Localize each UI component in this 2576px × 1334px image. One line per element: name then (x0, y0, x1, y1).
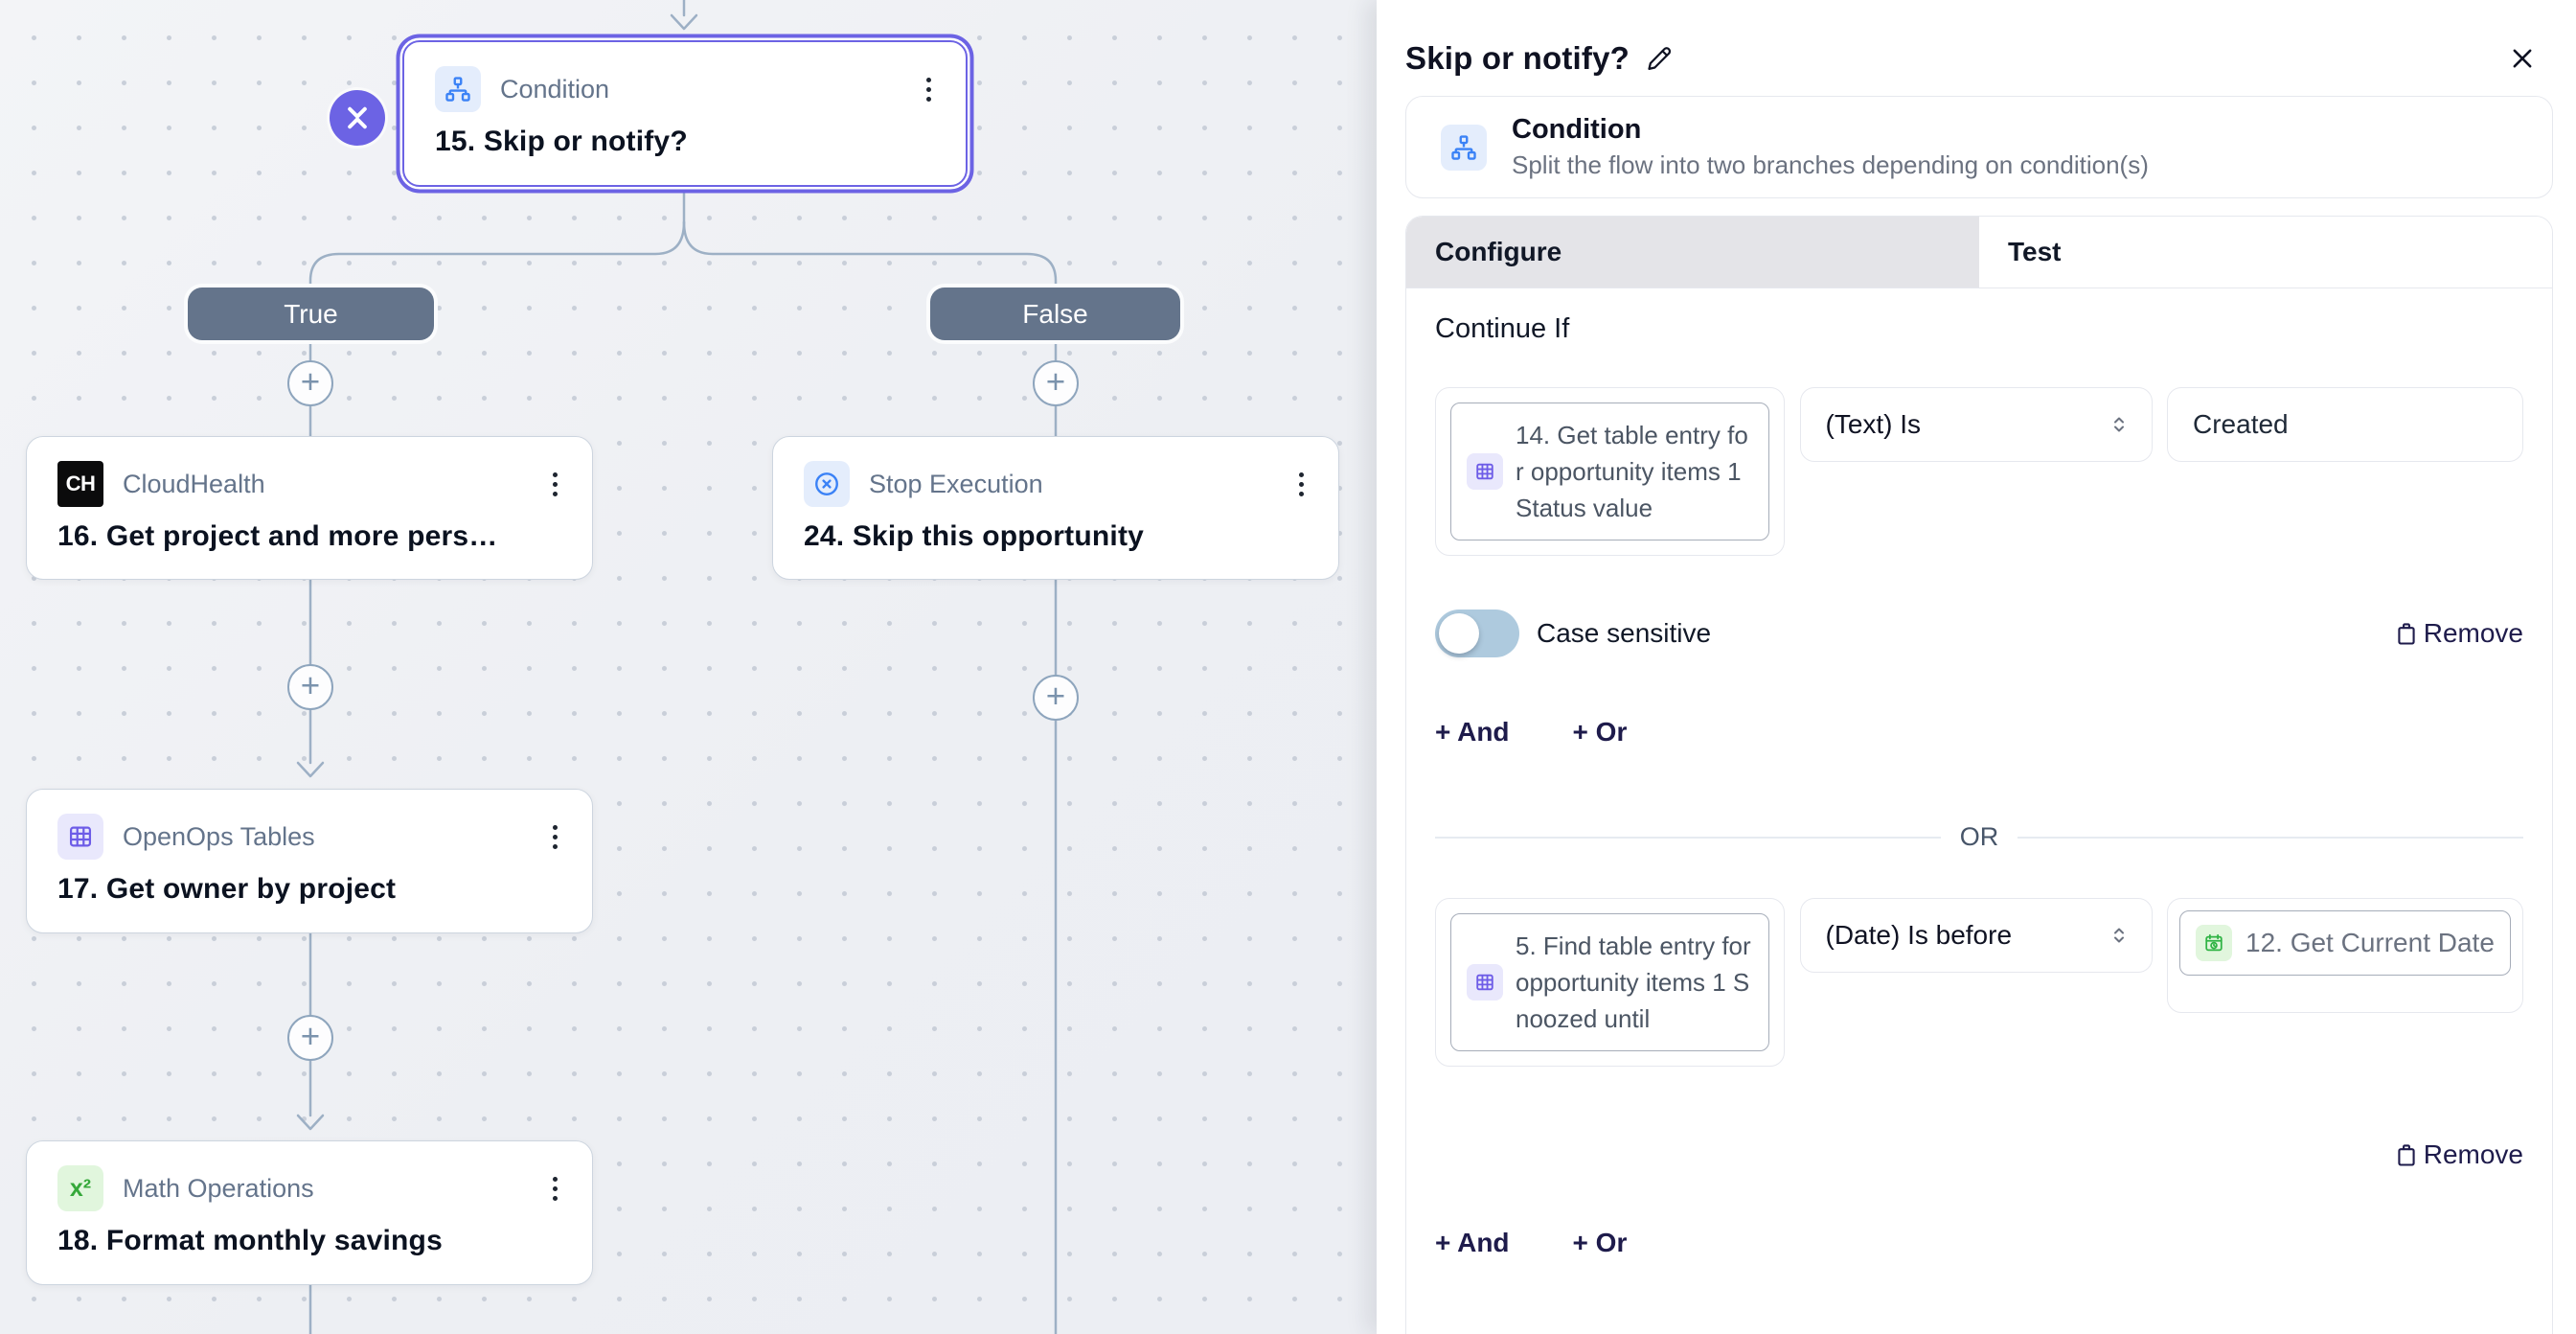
add-condition-row: + And + Or (1435, 1228, 2523, 1258)
case-sensitive-row: Case sensitive Remove (1435, 610, 2523, 657)
add-and-button[interactable]: + And (1435, 1228, 1510, 1257)
collapse-icon (348, 106, 367, 129)
operator-value: (Text) Is (1825, 409, 1922, 439)
second-value-input[interactable]: Created (2167, 387, 2523, 462)
flow-canvas[interactable]: Condition 15. Skip or notify? True False… (0, 0, 1377, 1334)
node-menu-button[interactable] (549, 1173, 561, 1205)
add-step-button[interactable]: + (1033, 360, 1079, 406)
node-title: 24. Skip this opportunity (804, 520, 1145, 552)
node-app-label: OpenOps Tables (123, 821, 315, 851)
collapse-branches-button[interactable] (330, 90, 385, 146)
node-title: 15. Skip or notify? (435, 126, 688, 157)
step-type-card: Condition Split the flow into two branch… (1405, 96, 2553, 198)
condition-row-1: 14. Get table entry for opportunity item… (1435, 387, 2523, 556)
step-type-name: Condition (1512, 114, 1642, 145)
node-menu-button[interactable] (923, 74, 935, 105)
node-menu-button[interactable] (549, 821, 561, 853)
node-cloudhealth[interactable]: CH CloudHealth 16. Get project and more … (26, 436, 593, 580)
trash-icon (2398, 623, 2415, 645)
pencil-icon (1648, 47, 1672, 70)
add-step-button[interactable]: + (287, 664, 333, 710)
continue-if-label: Continue If (1435, 313, 1570, 344)
cloudhealth-icon: CH (57, 461, 103, 507)
node-app-label: Condition (500, 74, 610, 104)
tables-icon (1467, 964, 1503, 1000)
condition-sitemap-icon (435, 66, 481, 112)
math-operations-icon: x² (57, 1165, 103, 1211)
add-condition-row: + And + Or (1435, 717, 2523, 748)
first-value-field[interactable]: 14. Get table entry for opportunity item… (1435, 387, 1785, 556)
node-app-label: CloudHealth (123, 469, 265, 498)
remove-label: Remove (2423, 1139, 2523, 1169)
tab-test[interactable]: Test (1979, 217, 2552, 288)
step-type-description: Split the flow into two branches dependi… (1512, 150, 2149, 179)
second-value-token: 12. Get Current Date (2245, 928, 2495, 957)
node-stop-execution[interactable]: Stop Execution 24. Skip this opportunity (772, 436, 1339, 580)
panel-header: Skip or notify? (1405, 40, 2553, 77)
or-divider: OR (1435, 822, 2523, 852)
panel-tabs: Configure Test (1406, 217, 2552, 288)
case-sensitive-toggle[interactable] (1435, 610, 1519, 657)
add-and-button[interactable]: + And (1435, 717, 1510, 747)
canvas-dot-grid (0, 0, 1377, 1334)
current-date-icon (2196, 925, 2232, 961)
trash-icon (2398, 1144, 2415, 1166)
node-title: 18. Format monthly savings (57, 1225, 443, 1256)
node-title: 16. Get project and more pers… (57, 520, 498, 552)
condition-sitemap-icon (1441, 124, 1487, 171)
second-value-field[interactable]: 12. Get Current Date (2167, 898, 2523, 1013)
remove-condition-button[interactable]: Remove (2393, 618, 2523, 649)
configure-card: Configure Test Continue If (1405, 216, 2553, 1334)
branch-label-false: False (930, 288, 1180, 340)
operator-select[interactable]: (Date) Is before (1799, 898, 2153, 973)
node-condition[interactable]: Condition 15. Skip or notify? (402, 40, 968, 187)
remove-row: Remove (1435, 1139, 2523, 1170)
stop-execution-icon (804, 461, 850, 507)
branch-label-true: True (188, 288, 434, 340)
add-step-button[interactable]: + (287, 1015, 333, 1061)
condition-row-2: 5. Find table entry for opportunity item… (1435, 898, 2523, 1067)
panel-title: Skip or notify? (1405, 40, 1630, 76)
node-openops-tables[interactable]: OpenOps Tables 17. Get owner by project (26, 789, 593, 933)
first-value-field[interactable]: 5. Find table entry for opportunity item… (1435, 898, 1785, 1067)
operator-value: (Date) Is before (1825, 920, 2013, 950)
node-app-label: Stop Execution (869, 469, 1043, 498)
chevron-up-down-icon (2113, 417, 2124, 432)
add-step-button[interactable]: + (1033, 675, 1079, 721)
close-icon (2513, 49, 2532, 68)
add-or-button[interactable]: + Or (1572, 1228, 1628, 1257)
case-sensitive-label: Case sensitive (1537, 618, 1712, 648)
operator-select[interactable]: (Text) Is (1799, 387, 2153, 462)
configure-body: Continue If 14. Get table entry for oppo… (1406, 288, 2552, 1258)
tab-configure[interactable]: Configure (1406, 217, 1979, 288)
step-settings-panel: Skip or notify? (1377, 0, 2576, 1334)
tables-icon (57, 814, 103, 860)
chevron-up-down-icon (2113, 928, 2124, 943)
first-value-token: 14. Get table entry for opportunity item… (1516, 421, 1748, 522)
add-or-button[interactable]: + Or (1572, 717, 1628, 747)
node-menu-button[interactable] (1295, 469, 1308, 500)
tables-icon (1467, 453, 1503, 490)
add-step-button[interactable]: + (287, 360, 333, 406)
flow-connectors (296, 0, 1058, 1334)
node-title: 17. Get owner by project (57, 873, 397, 905)
node-menu-button[interactable] (549, 469, 561, 500)
first-value-token: 5. Find table entry for opportunity item… (1516, 932, 1751, 1033)
or-divider-label: OR (1959, 822, 1999, 851)
close-panel-button[interactable] (2509, 45, 2536, 72)
remove-label: Remove (2423, 618, 2523, 648)
node-app-label: Math Operations (123, 1173, 314, 1203)
remove-condition-button[interactable]: Remove (2393, 1139, 2523, 1170)
rename-step-button[interactable] (1645, 44, 1674, 73)
node-math-operations[interactable]: x² Math Operations 18. Format monthly sa… (26, 1140, 593, 1285)
